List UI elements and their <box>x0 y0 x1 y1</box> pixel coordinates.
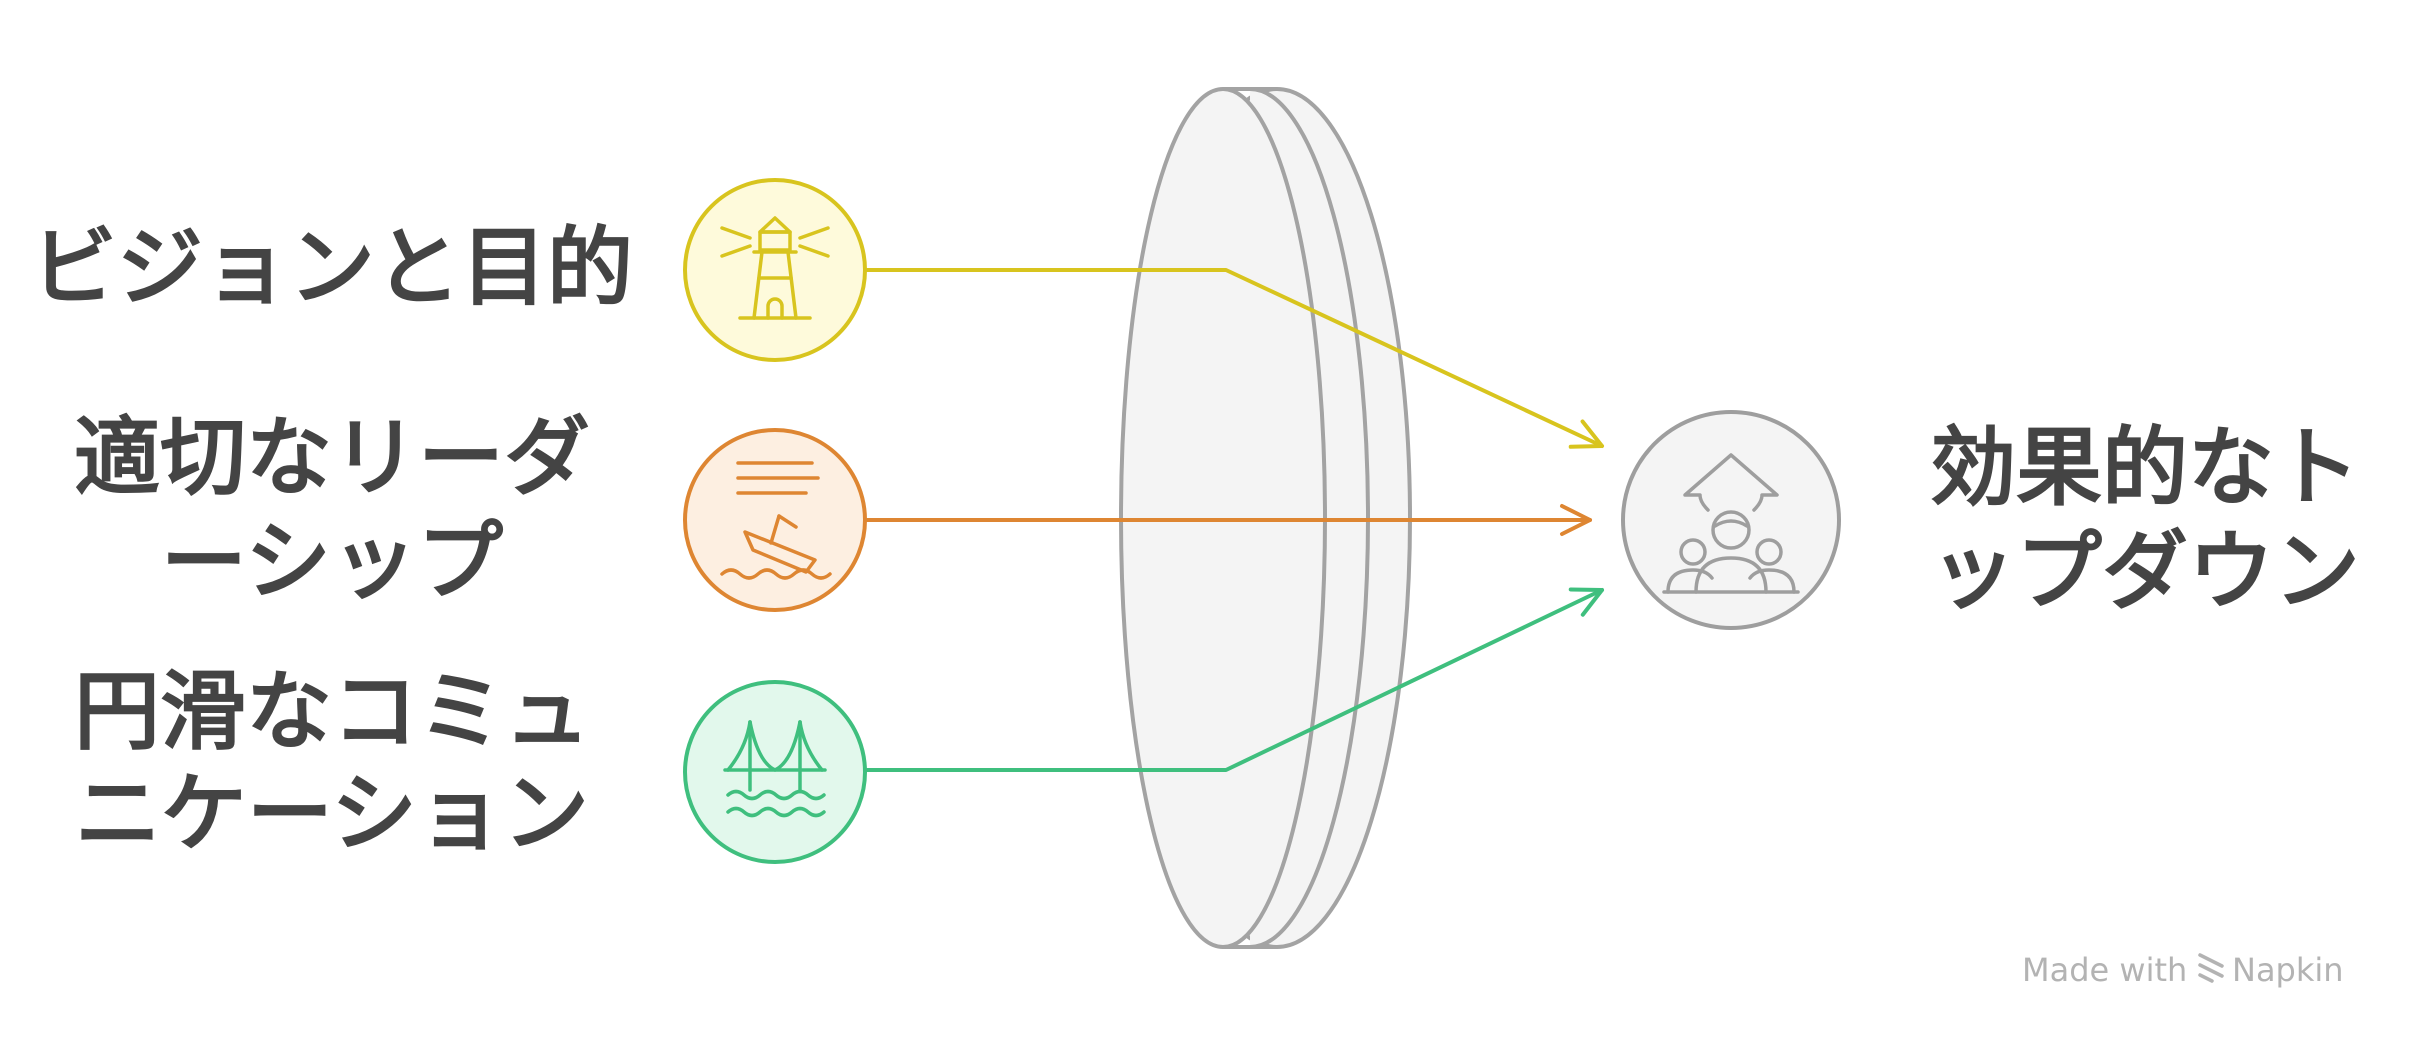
watermark: Made with Napkin <box>2022 951 2344 989</box>
label-outcome-line-2: ップダウン <box>1930 522 2360 622</box>
team-growth-icon <box>1662 453 1800 594</box>
arrow-communication-to-outcome <box>863 587 1604 772</box>
arrow-vision-to-outcome <box>863 268 1604 449</box>
lighthouse-icon <box>720 216 830 320</box>
label-leadership-line-1: 適切なリーダ <box>74 408 590 508</box>
input-labels: ビジョンと目的 適切なリーダ ーシップ 円滑なコミュ ニケーション <box>31 218 633 864</box>
label-communication-line-2: ニケーション <box>75 764 589 864</box>
input-node-communication <box>683 680 867 864</box>
node-circle-vision <box>683 178 867 362</box>
label-vision: ビジョンと目的 <box>31 218 633 318</box>
node-circle-communication <box>683 680 867 864</box>
flow-arrows <box>863 268 1604 772</box>
label-communication-line-1: 円滑なコミュ <box>74 662 590 762</box>
input-node-vision <box>683 178 867 362</box>
input-node-leadership <box>683 428 867 612</box>
node-circle-leadership <box>683 428 867 612</box>
watermark-brand: Napkin <box>2232 951 2344 989</box>
outcome-label: 効果的なト ップダウン <box>1930 418 2360 622</box>
outcome-node <box>1621 410 1841 630</box>
watermark-prefix: Made with <box>2022 951 2187 989</box>
napkin-logo-icon <box>2198 953 2224 983</box>
label-leadership-line-2: ーシップ <box>161 512 503 612</box>
sinking-boat-icon <box>720 461 832 580</box>
bridge-icon <box>723 720 827 818</box>
label-outcome-line-1: 効果的なト <box>1930 418 2360 518</box>
